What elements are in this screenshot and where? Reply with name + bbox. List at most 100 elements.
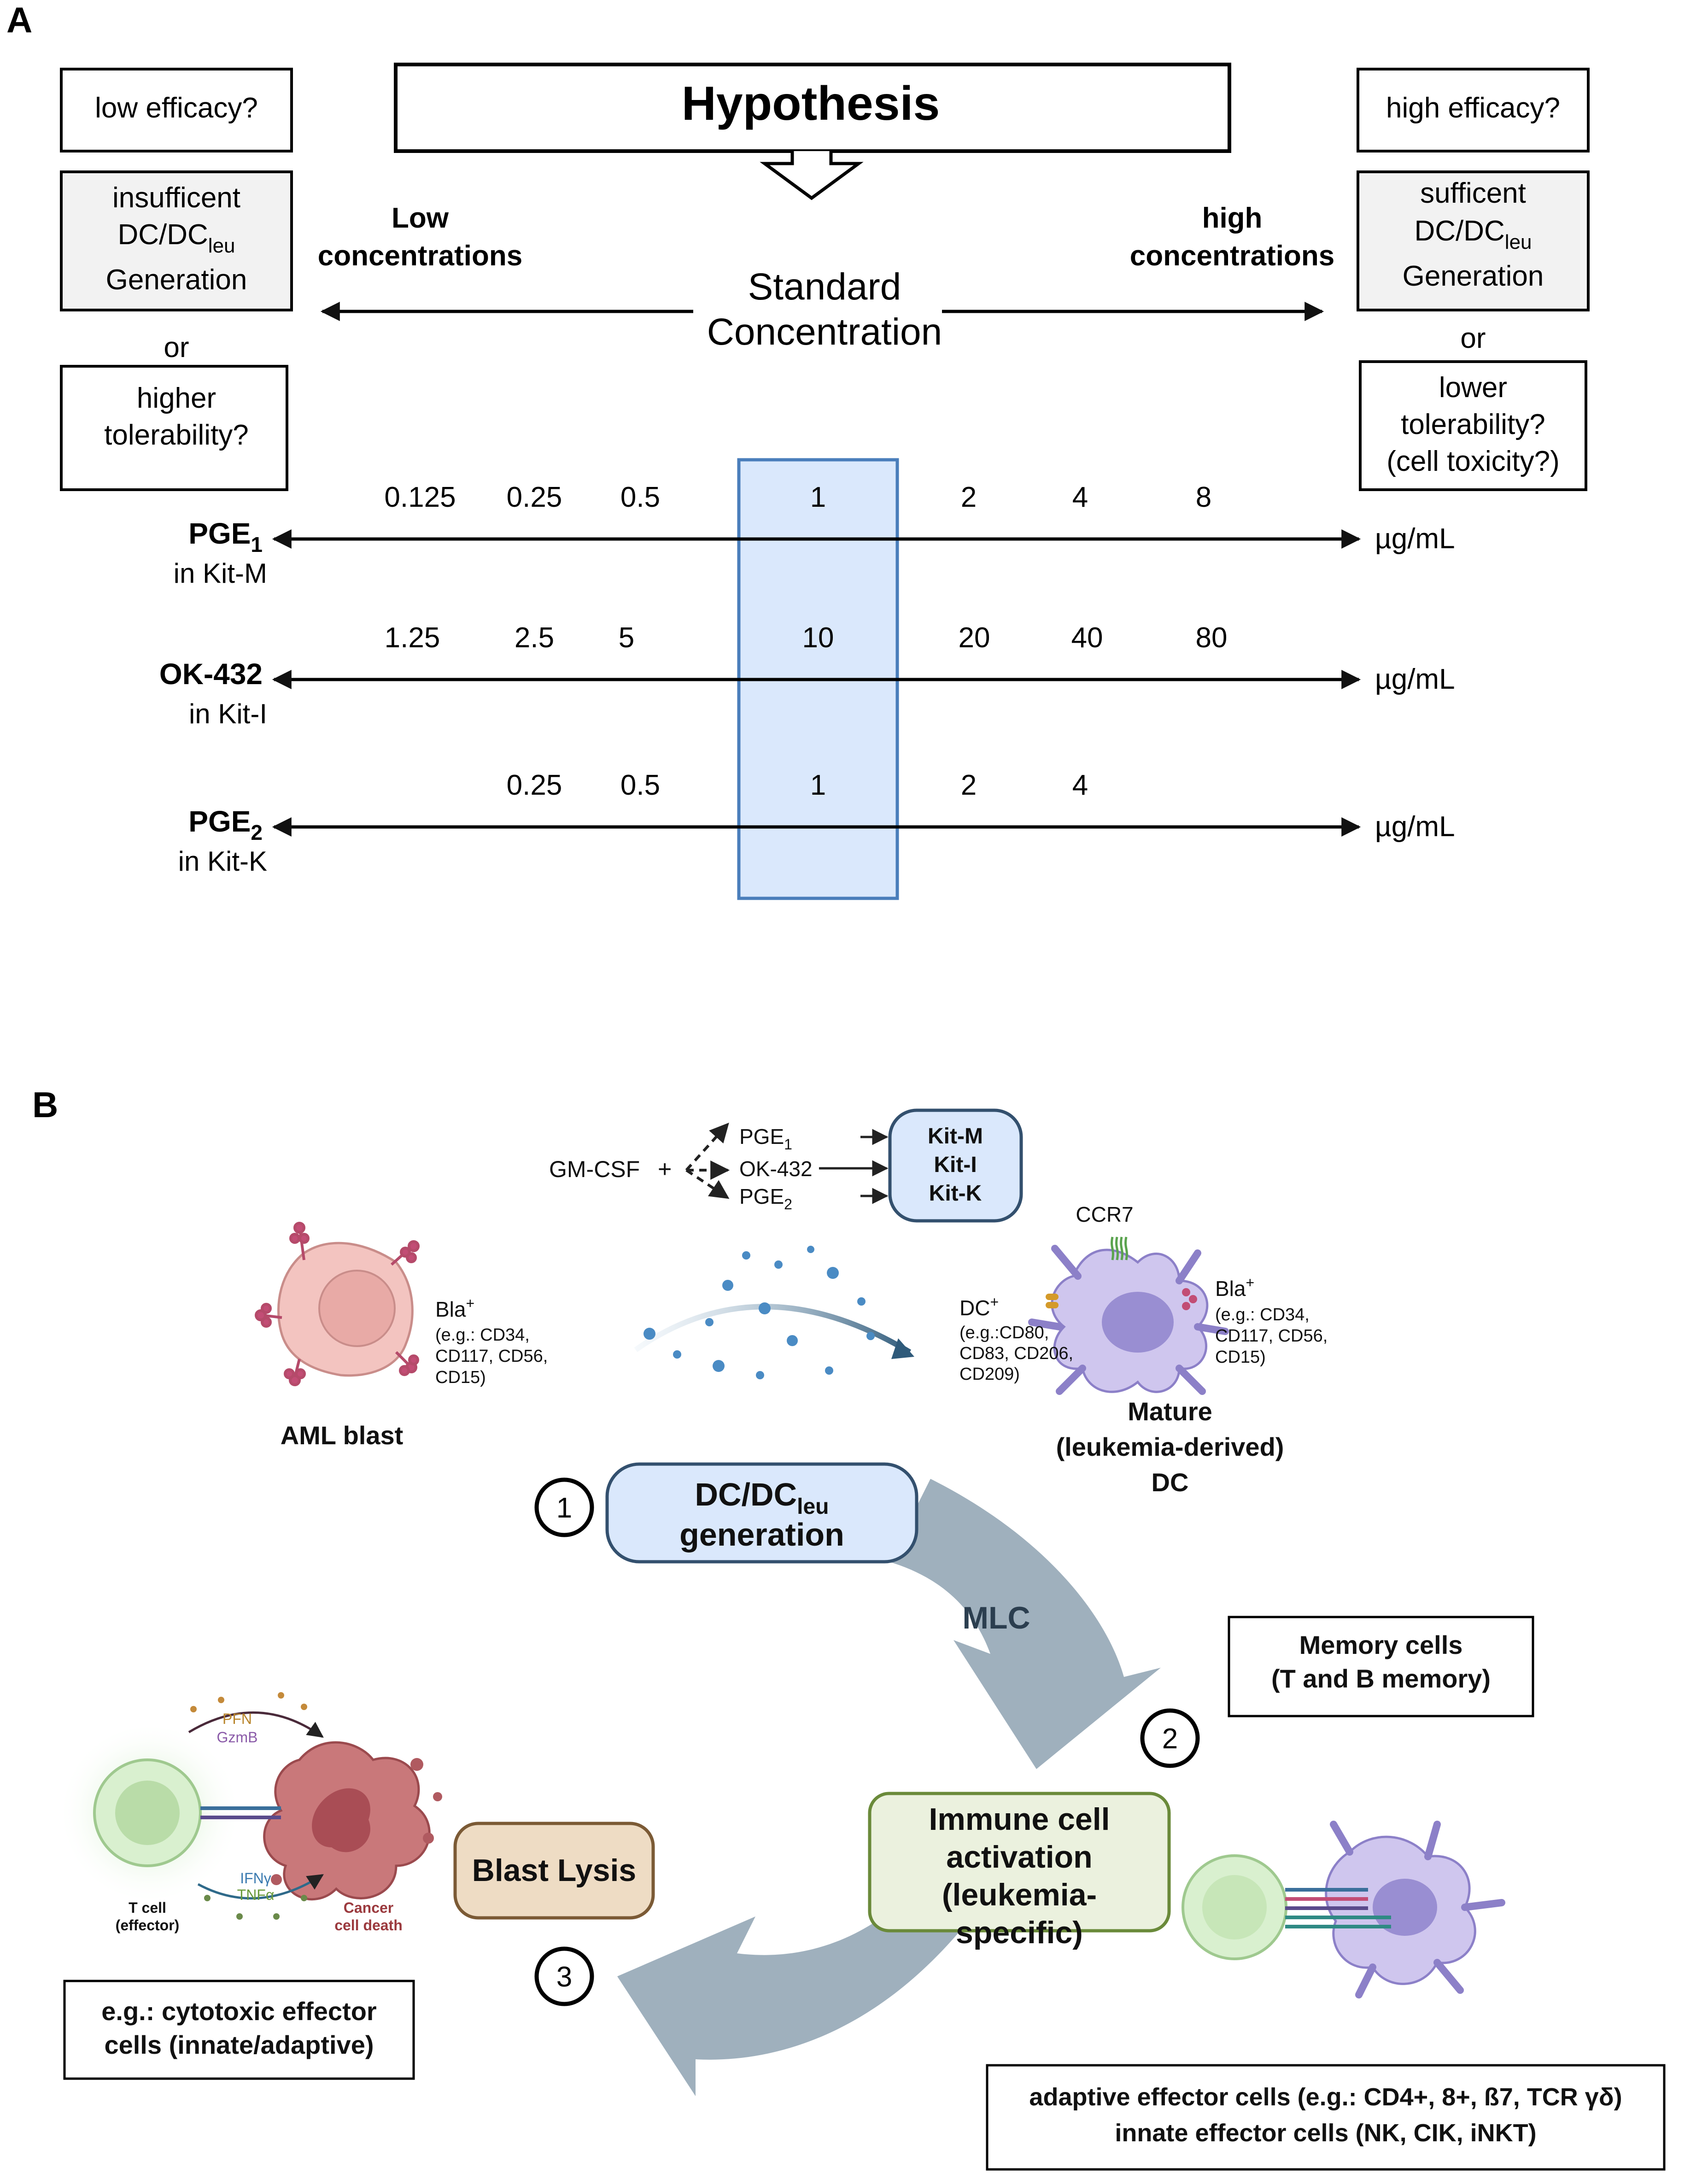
scale-2-tick-label: 40 [1071, 622, 1103, 654]
agent-pge2: PGE2 [739, 1184, 792, 1213]
scale-3-tick-label: 1 [810, 769, 826, 801]
cytotoxic-effector-box [63, 1980, 415, 2080]
insufficient-line1: insufficent [112, 182, 240, 214]
higher-tolerability-line2: tolerability? [104, 419, 249, 451]
dc-markers-line1: (e.g.:CD80, [959, 1323, 1049, 1342]
insufficient-sub: leu [208, 234, 235, 257]
sufficient-line2: DC/DCleu [1414, 215, 1532, 253]
high-concentrations-line2: concentrations [1130, 240, 1334, 272]
ifng-label: IFNγ [240, 1870, 271, 1887]
mlc-cycle-arrow [889, 1479, 1161, 1769]
innate-effector-line: innate effector cells (NK, CIK, iNKT) [1115, 2119, 1536, 2147]
lower-tolerability-line3: (cell toxicity?) [1386, 445, 1560, 477]
right-or: or [1460, 322, 1486, 354]
scale-kit-2: in Kit-I [189, 698, 267, 729]
immune-activation-line2: activation [946, 1840, 1092, 1875]
sufficient-line1: sufficent [1420, 177, 1526, 209]
bla-right-line2: CD117, CD56, [1215, 1326, 1328, 1346]
panel-a: A Hypothesis low efficacy? insufficent D… [6, 0, 1590, 900]
immune-activation-line4: specific) [956, 1915, 1083, 1950]
aml-blast-label: AML blast [281, 1421, 404, 1450]
standard-concentration-line1: Standard [748, 266, 901, 308]
memory-cells-line1: Memory cells [1299, 1630, 1463, 1659]
gmcsf-label: GM-CSF [549, 1156, 640, 1182]
effector-cells-box [986, 2064, 1666, 2171]
bla-right-line3: CD15) [1215, 1348, 1266, 1367]
high-efficacy-box [1357, 68, 1590, 152]
scale-2-tick-label: 1.25 [385, 622, 440, 654]
bla-left-line1: (e.g.: CD34, [435, 1325, 530, 1345]
immune-activation-line3: (leukemia- [942, 1877, 1097, 1912]
mature-dc-line2: (leukemia-derived) [1056, 1432, 1284, 1461]
step-1-number: 1 [556, 1492, 572, 1524]
scale-unit-2: µg/mL [1375, 663, 1455, 695]
memory-cells-line2: (T and B memory) [1271, 1664, 1491, 1693]
hypothesis-down-arrow [760, 151, 864, 200]
scale-2-tick-label: 10 [802, 622, 834, 654]
scale-name-1: PGE1 [188, 517, 263, 557]
hypothesis-box [394, 63, 1231, 153]
scale-unit-1: µg/mL [1375, 523, 1455, 555]
scale-2-tick-label: 80 [1196, 622, 1228, 654]
memory-cells-box [1228, 1616, 1534, 1717]
scale-3-tick-label: 0.5 [620, 769, 660, 801]
sufficient-line3: Generation [1403, 260, 1544, 292]
cytotoxic-line1: e.g.: cytotoxic effector [101, 1997, 376, 2026]
kit-m: Kit-M [928, 1124, 983, 1149]
ccr7-label: CCR7 [1076, 1202, 1133, 1226]
insufficient-generation-box [60, 170, 293, 311]
kit-i: Kit-I [934, 1153, 977, 1177]
blast-lysis-label: Blast Lysis [472, 1853, 637, 1888]
scale-kit-3: in Kit-K [178, 846, 267, 877]
plus-sign: + [658, 1156, 672, 1183]
insufficient-line3: Generation [106, 264, 247, 296]
scale-1-tick-label: 0.125 [384, 481, 456, 513]
dashed-branch-arrows [685, 1122, 730, 1199]
tnfa-label: TNFα [237, 1887, 275, 1903]
hypothesis-title: Hypothesis [682, 77, 940, 130]
high-concentrations-line1: high [1202, 202, 1263, 234]
scale-2-tick-label: 5 [619, 622, 634, 654]
dc-generation-line2: generation [679, 1517, 844, 1553]
scale-1-tick-label: 2 [961, 481, 977, 513]
scale-name-2: OK-432 [159, 657, 263, 691]
bla-left-line2: CD117, CD56, [435, 1347, 548, 1366]
cancer-line2: cell death [334, 1917, 403, 1934]
scale-name-3: PGE2 [188, 805, 263, 844]
panel-b: B GM-CSF + PGE1 OK-432 PGE2 Kit-M Kit-I … [32, 1084, 1666, 2171]
panel-b-label: B [32, 1084, 58, 1125]
adaptive-effector-line: adaptive effector cells (e.g.: CD4+, 8+,… [1029, 2083, 1622, 2111]
kit-k: Kit-K [929, 1181, 982, 1206]
panel-a-label: A [6, 0, 32, 40]
scale-1-tick-label: 8 [1196, 481, 1211, 513]
agent-pge1: PGE1 [739, 1125, 792, 1153]
immune-activation-line1: Immune cell [929, 1802, 1110, 1837]
kits-box [888, 1108, 1023, 1223]
higher-tolerability-box [60, 365, 288, 491]
scale-kit-1: in Kit-M [174, 558, 267, 589]
scale-1-tick-label: 0.25 [507, 481, 562, 513]
step-2-marker [1140, 1708, 1200, 1768]
lower-tolerability-box [1359, 360, 1587, 491]
bla-left-line3: CD15) [435, 1368, 486, 1387]
agent-to-kit-arrows [819, 1129, 889, 1204]
lower-tolerability-line2: tolerability? [1401, 409, 1545, 440]
pfn-label: PFN [222, 1711, 252, 1727]
dc-markers-line2: CD83, CD206, [959, 1344, 1073, 1363]
dc-generation-line1: DC/DCleu [695, 1477, 829, 1519]
high-efficacy-text: high efficacy? [1386, 92, 1560, 124]
scale-3-tick-label: 0.25 [507, 769, 562, 801]
cancer-line1: Cancer [344, 1899, 394, 1916]
scale-2-tick-label: 2.5 [515, 622, 554, 654]
dc-markers-title: DC+ [959, 1294, 999, 1320]
mlc-label: MLC [962, 1600, 1030, 1635]
tcell-killing-illustration [58, 1692, 442, 1920]
lower-tolerability-line1: lower [1439, 372, 1507, 404]
bla-right-line1: (e.g.: CD34, [1215, 1305, 1310, 1324]
low-concentrations-line1: Low [392, 202, 449, 234]
higher-tolerability-line1: higher [137, 382, 216, 414]
tcell-dc-interaction-illustration [1182, 1821, 1505, 1998]
insufficient-line2: DC/DCleu [117, 219, 235, 257]
cytotoxic-line2: cells (innate/adaptive) [104, 2030, 374, 2059]
